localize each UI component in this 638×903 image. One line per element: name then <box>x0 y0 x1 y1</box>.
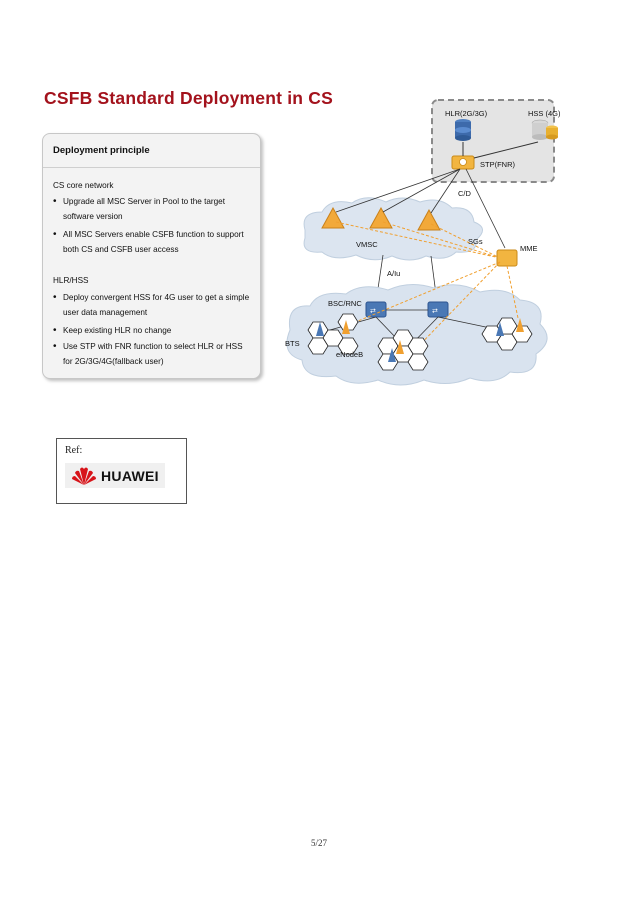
hlr-section-title: HLR/HSS <box>53 276 89 285</box>
hlr-bullet-3-text: Use STP with FNR function to select HLR … <box>63 342 243 366</box>
hlr-bullet-3: • Use STP with FNR function to select HL… <box>53 340 253 369</box>
hlr-bullet-2: • Keep existing HLR no change <box>53 324 253 339</box>
huawei-petals-icon <box>72 467 96 485</box>
panel-divider <box>43 167 260 168</box>
hlr-bullet-1-text: Deploy convergent HSS for 4G user to get… <box>63 293 250 317</box>
cs-bullet-1-text: Upgrade all MSC Server in Pool to the ta… <box>63 197 226 221</box>
bullet-dot: • <box>53 292 57 303</box>
hlr-bullet-1: • Deploy convergent HSS for 4G user to g… <box>53 291 253 320</box>
cs-bullet-2-text: All MSC Servers enable CSFB function to … <box>63 230 244 254</box>
cs-bullet-1: • Upgrade all MSC Server in Pool to the … <box>53 195 253 224</box>
bullet-dot: • <box>53 325 57 336</box>
slide-title: CSFB Standard Deployment in CS <box>44 88 333 108</box>
cs-bullet-2: • All MSC Servers enable CSFB function t… <box>53 228 253 257</box>
bullet-dot: • <box>53 229 57 240</box>
page-number: 5/27 <box>310 838 327 848</box>
deployment-principle-panel: Deployment principle CS core network • U… <box>42 133 261 379</box>
reference-box: Ref: HUAWEI <box>56 438 187 504</box>
ref-label: Ref: <box>65 445 83 456</box>
huawei-logo-text: HUAWEI <box>101 468 159 484</box>
panel-heading: Deployment principle <box>53 145 150 156</box>
huawei-logo: HUAWEI <box>65 463 165 488</box>
hlr-bullet-2-text: Keep existing HLR no change <box>63 326 172 335</box>
bullet-dot: • <box>53 196 57 207</box>
bullet-dot: • <box>53 341 57 352</box>
cs-section-title: CS core network <box>53 181 114 190</box>
